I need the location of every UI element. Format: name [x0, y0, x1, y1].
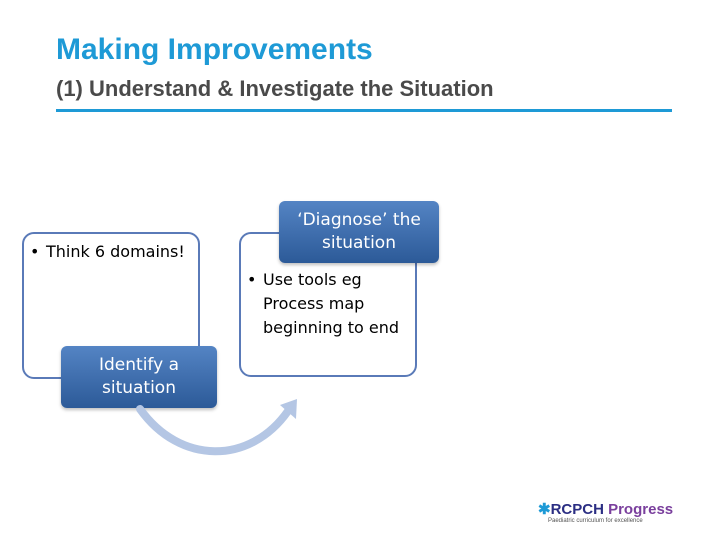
logo-rcpch: RCPCH	[550, 501, 604, 518]
step2-bullet: • Use tools eg Process map beginning to …	[247, 268, 407, 340]
step1-bullet-text: Think 6 domains!	[46, 242, 185, 261]
logo-progress: Progress	[608, 501, 674, 518]
logo-tagline: Paediatric curriculum for excellence	[548, 518, 643, 524]
step1-label: Identify a situation	[99, 355, 179, 398]
slide-title: Making Improvements	[56, 33, 373, 66]
step2-label-pill: ‘Diagnose’ the situation	[279, 201, 439, 263]
title-underline	[56, 109, 672, 112]
bullet-glyph: •	[247, 270, 257, 289]
rcpch-progress-logo: ✱RCPCH Progress Paediatric curriculum fo…	[538, 500, 673, 524]
slide-subtitle: (1) Understand & Investigate the Situati…	[56, 76, 494, 101]
step2-label: ‘Diagnose’ the situation	[297, 210, 421, 253]
step2-bullet-text: Use tools eg Process map beginning to en…	[263, 270, 399, 337]
step1-bullet: • Think 6 domains!	[30, 240, 190, 264]
rcpch-star-icon: ✱	[538, 501, 551, 518]
step1-label-pill: Identify a situation	[61, 346, 217, 408]
curved-arrow-icon	[136, 399, 297, 456]
bullet-glyph: •	[30, 242, 40, 261]
